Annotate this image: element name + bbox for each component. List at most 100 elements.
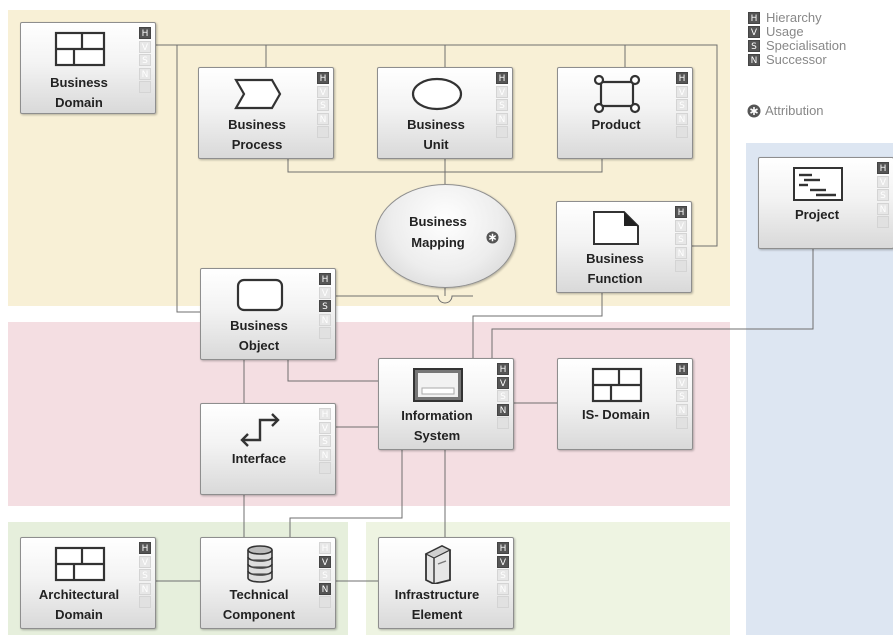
flag-v: V bbox=[675, 219, 687, 232]
flag-s: S bbox=[319, 569, 331, 581]
legend-flag-n: N bbox=[748, 54, 760, 66]
flag-s: S bbox=[676, 390, 688, 402]
flag-blank bbox=[319, 596, 331, 608]
flag-blank bbox=[139, 81, 151, 93]
flag-blank bbox=[139, 596, 151, 608]
flag-n: N bbox=[319, 582, 331, 595]
interface-label-line1: Interface bbox=[231, 451, 287, 466]
connector-object-to-is bbox=[287, 354, 378, 382]
connector-bus-business-object bbox=[176, 45, 200, 313]
business-domain-label-line1: Business bbox=[50, 75, 108, 90]
domain-grid-icon bbox=[591, 367, 643, 403]
flag-h: H bbox=[675, 206, 687, 218]
flag-s: S bbox=[497, 569, 509, 581]
flag-blank bbox=[317, 126, 329, 138]
flag-n: N bbox=[497, 403, 509, 416]
flag-blank bbox=[497, 596, 509, 608]
legend-label-usage: Usage bbox=[766, 24, 804, 39]
business-mapping-label: Business Mapping bbox=[388, 211, 488, 253]
flag-s: S bbox=[317, 99, 329, 111]
flag-v: V bbox=[676, 376, 688, 389]
flag-h: H bbox=[319, 408, 331, 420]
flag-s: S bbox=[496, 99, 508, 111]
flag-s: S bbox=[877, 189, 889, 201]
flag-h: H bbox=[676, 72, 688, 84]
legend-flag-v: V bbox=[748, 26, 760, 38]
infrastructure-element-label-line1: Infrastructure bbox=[394, 587, 480, 602]
infrastructure-element-label-line2: Element bbox=[411, 607, 463, 622]
information-system-label-line1: Information bbox=[401, 408, 473, 423]
business-mapping-label-line2: Mapping bbox=[411, 235, 465, 250]
legend-label-hierarchy: Hierarchy bbox=[766, 10, 822, 25]
legend-flag-s: S bbox=[748, 40, 760, 52]
business-domain-label-line2: Domain bbox=[55, 95, 103, 110]
flag-s: S bbox=[676, 99, 688, 111]
flag-h: H bbox=[497, 363, 509, 375]
flag-h: H bbox=[497, 542, 509, 554]
flag-n: N bbox=[676, 403, 688, 416]
flag-h: H bbox=[319, 273, 331, 285]
attribution-icon bbox=[486, 231, 499, 244]
flag-n: N bbox=[319, 448, 331, 461]
flag-v: V bbox=[317, 85, 329, 98]
flag-blank bbox=[877, 216, 889, 228]
connector-is-to-tech bbox=[289, 449, 403, 537]
product-frame-icon bbox=[593, 74, 641, 114]
flag-v: V bbox=[676, 85, 688, 98]
interface-arrows-icon bbox=[240, 413, 280, 447]
flag-n: N bbox=[676, 112, 688, 125]
flag-s: S bbox=[139, 54, 151, 66]
connector-function-to-is bbox=[472, 293, 603, 358]
is-domain-label-line1: IS- Domain bbox=[582, 407, 650, 422]
flag-v: V bbox=[497, 555, 509, 568]
flag-h: H bbox=[877, 162, 889, 174]
domain-grid-icon bbox=[54, 31, 106, 67]
flag-blank bbox=[319, 327, 331, 339]
business-unit-label-line1: Business bbox=[407, 117, 465, 132]
flag-v: V bbox=[319, 286, 331, 299]
flag-h: H bbox=[139, 542, 151, 554]
flag-blank bbox=[675, 260, 687, 272]
business-function-label-line1: Business bbox=[586, 251, 644, 266]
flag-v: V bbox=[496, 85, 508, 98]
connector-top-bus bbox=[155, 44, 718, 247]
flag-s: S bbox=[675, 233, 687, 245]
information-system-window-icon bbox=[413, 368, 463, 402]
flag-n: N bbox=[675, 246, 687, 259]
flag-h: H bbox=[496, 72, 508, 84]
business-mapping-label-line1: Business bbox=[409, 214, 467, 229]
flag-v: V bbox=[497, 376, 509, 389]
business-process-label-line2: Process bbox=[231, 137, 283, 152]
database-cylinder-icon bbox=[247, 545, 273, 583]
flag-h: H bbox=[319, 542, 331, 554]
flag-v: V bbox=[319, 421, 331, 434]
connector-project-to-is bbox=[491, 247, 814, 358]
flag-n: N bbox=[139, 582, 151, 595]
product-label-line1: Product bbox=[591, 117, 641, 132]
business-mapping-node[interactable]: Business Mapping bbox=[375, 184, 516, 288]
unit-ellipse-icon bbox=[411, 77, 463, 111]
